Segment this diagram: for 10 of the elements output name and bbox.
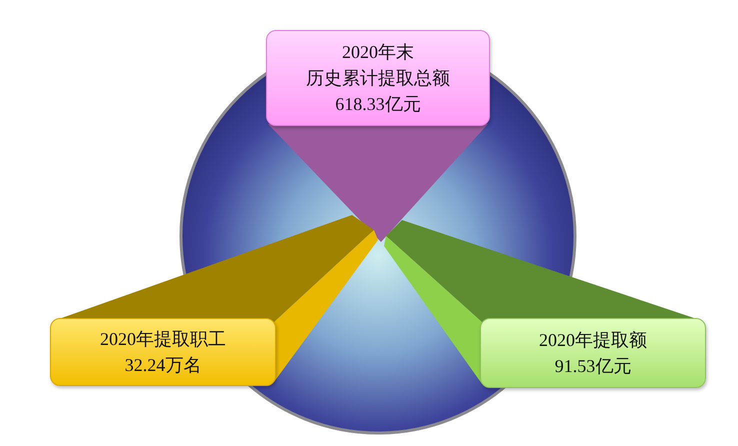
- box-text: 618.33亿元: [335, 93, 421, 116]
- box-text: 历史累计提取总额: [306, 67, 450, 90]
- box-text: 2020年提取职工: [100, 328, 226, 351]
- label-box: [480, 318, 706, 388]
- box-text: 91.53亿元: [554, 355, 632, 378]
- box-text: 2020年提取额: [539, 329, 647, 352]
- label-box: [266, 30, 490, 126]
- label-box: [50, 318, 276, 386]
- box-text: 2020年末: [342, 41, 414, 64]
- box-text: 32.24万名: [124, 354, 202, 377]
